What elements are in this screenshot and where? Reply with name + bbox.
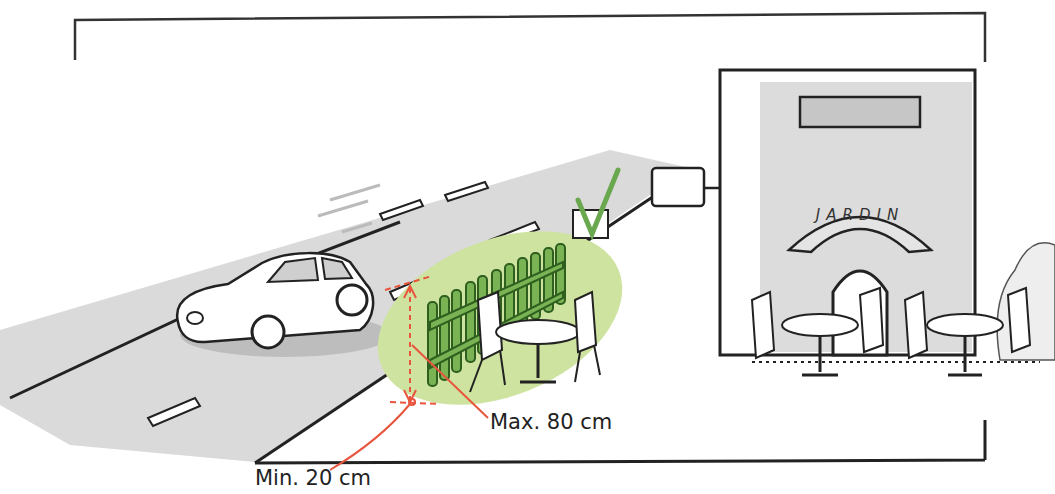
fence-post xyxy=(428,302,437,386)
speed-line xyxy=(330,185,380,200)
chair xyxy=(752,292,774,358)
dimension-label: Max. 80 cm xyxy=(490,410,612,434)
chair-leg xyxy=(575,345,600,382)
car-headlight xyxy=(187,312,203,324)
car-window xyxy=(268,258,318,282)
road xyxy=(0,150,690,462)
car xyxy=(177,253,390,357)
arch-doorway xyxy=(833,271,887,355)
chair xyxy=(478,292,502,360)
table-stand xyxy=(802,336,838,375)
speed-lines xyxy=(318,185,380,232)
chair xyxy=(860,288,883,352)
arrow-head xyxy=(404,286,416,298)
fence-post xyxy=(452,290,461,372)
extension-line xyxy=(385,276,432,290)
shop-furniture xyxy=(752,288,1040,375)
car-window xyxy=(322,258,352,279)
speed-line xyxy=(318,201,368,216)
table-stand xyxy=(948,336,982,375)
table xyxy=(927,314,1003,336)
terrace-furniture xyxy=(470,292,600,392)
chair-leg xyxy=(470,350,505,392)
sign-text: JARDIN xyxy=(785,206,935,224)
frame-line xyxy=(75,13,985,62)
arch-sign: JARDIN xyxy=(785,192,935,254)
check-mark xyxy=(578,170,618,234)
table xyxy=(782,314,858,336)
sidewalk-edge xyxy=(255,420,985,463)
dash xyxy=(148,398,200,426)
table-stand xyxy=(520,344,556,382)
fence-post xyxy=(466,282,475,362)
leader-line xyxy=(330,404,410,470)
chair xyxy=(905,292,927,358)
dimension-label: Min. 20 cm xyxy=(255,466,371,490)
fence-post xyxy=(440,296,449,380)
building xyxy=(720,70,1055,360)
bush xyxy=(997,243,1055,360)
height-dimension xyxy=(409,288,411,400)
dimension-marks xyxy=(330,276,488,470)
dash xyxy=(445,182,488,201)
terrace-boundary xyxy=(752,361,1040,363)
highlight-zone xyxy=(352,198,648,439)
chair xyxy=(575,292,596,352)
shop-sign xyxy=(800,97,920,127)
table xyxy=(496,320,580,344)
building-facade xyxy=(760,82,972,352)
car-wheel xyxy=(337,285,367,315)
leader-line xyxy=(412,345,488,418)
dash xyxy=(380,200,423,220)
chair xyxy=(1008,288,1030,352)
street-lamp xyxy=(652,168,704,206)
car-wheel xyxy=(252,316,284,348)
speed-line xyxy=(342,223,372,232)
fence xyxy=(428,244,565,386)
